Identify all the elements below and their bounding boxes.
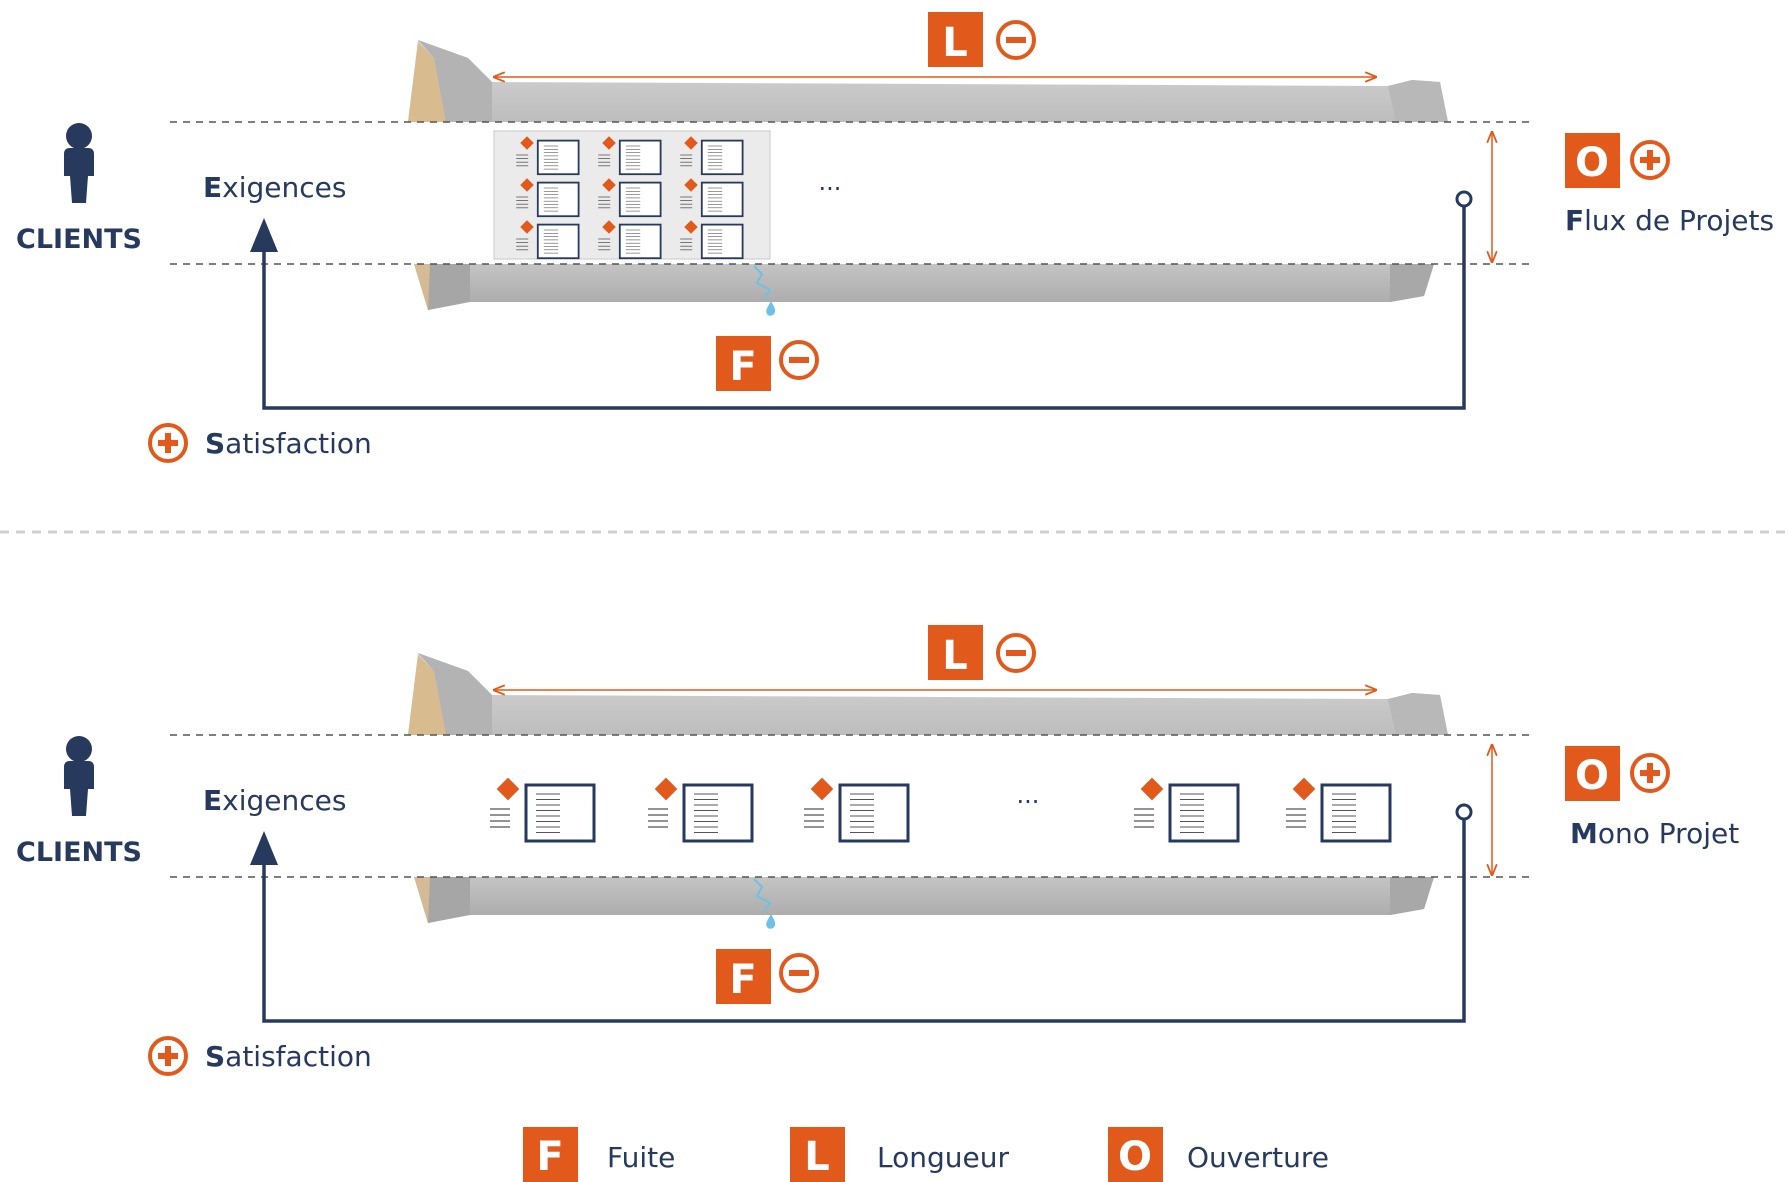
project-doc-icon [680, 178, 744, 218]
minus-icon [779, 953, 819, 993]
project-doc-icon [804, 777, 910, 843]
svg-text:F: F [729, 344, 756, 390]
minus-icon [996, 633, 1036, 673]
length-minus-indicator: L [928, 12, 1036, 67]
legend-item-longueur: L Longueur [790, 1127, 1009, 1182]
legend-label: Longueur [877, 1141, 1009, 1174]
project-doc-icon [680, 136, 744, 176]
project-type-label: Mono Projet [1570, 817, 1739, 850]
ouverture-plus-indicator: O [1565, 133, 1670, 188]
svg-text:F: F [729, 957, 756, 1003]
satisfaction-label: Satisfaction [205, 1040, 372, 1073]
project-doc-icon [516, 220, 580, 260]
legend: F Fuite L Longueur O Ouverture [523, 1127, 1329, 1182]
leak-crack [753, 265, 772, 299]
project-doc-icon [1286, 777, 1392, 843]
legend-label: Fuite [607, 1141, 675, 1174]
plus-icon [1630, 753, 1670, 793]
legend-label: Ouverture [1187, 1141, 1329, 1174]
pipe-lower-half [414, 264, 1434, 310]
fuite-minus-indicator: F [716, 949, 819, 1004]
exigences-label: Exigences [203, 171, 346, 204]
minus-icon [996, 20, 1036, 60]
length-minus-indicator: L [928, 625, 1036, 680]
ouverture-plus-indicator: O [1565, 746, 1670, 801]
minus-icon [779, 340, 819, 380]
plus-icon [148, 423, 188, 463]
project-doc-icon [598, 220, 662, 260]
svg-text:O: O [1575, 753, 1609, 799]
client-person-icon [64, 123, 94, 203]
pipe-upper-half [408, 40, 1448, 122]
water-drop-icon [766, 301, 776, 316]
water-drop-icon [766, 914, 776, 929]
project-doc-icon [598, 178, 662, 218]
plus-icon [1630, 140, 1670, 180]
clients-label: CLIENTS [16, 837, 142, 868]
section-mono-projet: ... CLIENTS Exigences L F [16, 625, 1739, 1076]
fuite-minus-indicator: F [716, 336, 819, 391]
svg-text:O: O [1118, 1134, 1152, 1180]
plus-icon [148, 1036, 188, 1076]
leak-crack [753, 878, 772, 912]
legend-item-ouverture: O Ouverture [1108, 1127, 1329, 1182]
svg-text:O: O [1575, 140, 1609, 186]
feedback-loop [250, 803, 1473, 1023]
svg-text:L: L [804, 1134, 830, 1180]
svg-text:F: F [536, 1134, 563, 1180]
project-doc-icon [680, 220, 744, 260]
feedback-loop [250, 190, 1473, 410]
satisfaction-label: Satisfaction [205, 427, 372, 460]
projects-grid-panel [493, 130, 771, 260]
clients-label: CLIENTS [16, 224, 142, 255]
exigences-label: Exigences [203, 784, 346, 817]
project-doc-icon [598, 136, 662, 176]
client-person-icon [64, 736, 94, 816]
section-flux-de-projets: ... CLIENTS Exigences L F [16, 12, 1774, 463]
pipe-lower-half [414, 877, 1434, 923]
project-doc-icon [1134, 777, 1240, 843]
legend-item-fuite: F Fuite [523, 1127, 675, 1182]
project-doc-icon [516, 178, 580, 218]
project-doc-icon [516, 136, 580, 176]
project-doc-icon [490, 777, 596, 843]
ellipsis: ... [819, 168, 842, 196]
projects-row [490, 777, 1392, 843]
svg-text:L: L [942, 633, 968, 679]
pipe-upper-half [408, 653, 1448, 735]
svg-text:L: L [942, 20, 968, 66]
project-type-label: Flux de Projets [1565, 204, 1774, 237]
project-doc-icon [648, 777, 754, 843]
ellipsis: ... [1017, 781, 1040, 809]
